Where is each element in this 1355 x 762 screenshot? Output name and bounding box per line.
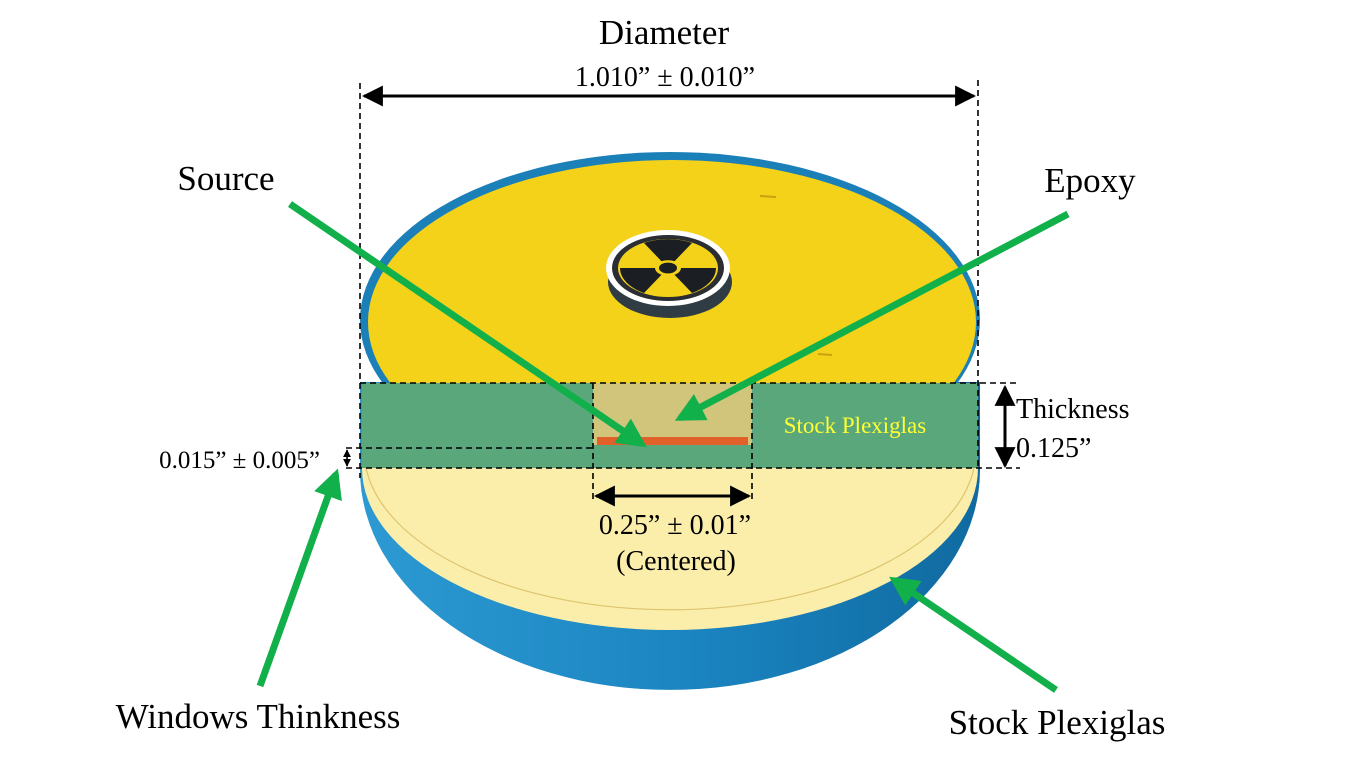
stock-plexiglas-label: Stock Plexiglas (949, 703, 1166, 742)
source-label: Source (177, 159, 274, 198)
section-plexiglas-label: Stock Plexiglas (784, 413, 927, 438)
section-plexiglas-left (362, 383, 593, 468)
section-window (593, 445, 752, 468)
window-leader-arrow (256, 468, 342, 688)
radiation-trefoil-icon (606, 230, 732, 318)
thickness-value: 0.125” (1016, 433, 1091, 464)
section-plexiglas-right (752, 383, 978, 468)
epoxy-label: Epoxy (1044, 161, 1136, 200)
leader-arrows (256, 201, 1070, 693)
diameter-value: 1.010” ± 0.010” (575, 62, 755, 93)
source-leader-arrow (288, 201, 647, 448)
disc (360, 152, 980, 690)
source-width-value: 0.25” ± 0.01” (599, 510, 751, 541)
source-strip (597, 437, 748, 445)
stock-plexiglas-leader-arrow (889, 576, 1058, 693)
dimension-guides (346, 80, 1020, 500)
thickness-title: Thickness (1016, 394, 1130, 425)
diameter-title: Diameter (599, 13, 730, 52)
epoxy-leader-arrow (674, 210, 1070, 422)
source-width-note: (Centered) (616, 546, 736, 577)
window-thickness-value: 0.015” ± 0.005” (159, 447, 320, 474)
windows-thickness-label: Windows Thinkness (116, 697, 401, 736)
